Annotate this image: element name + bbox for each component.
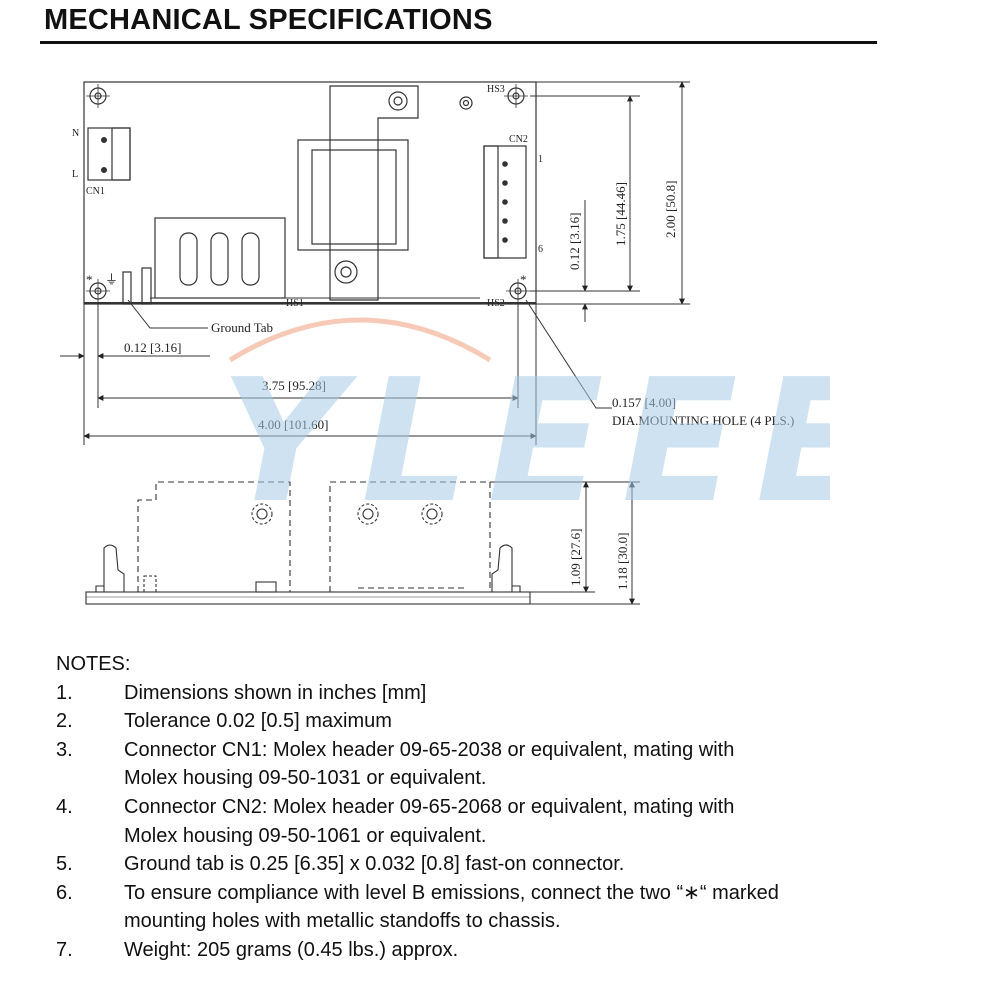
asterisk-marker: *: [520, 272, 527, 287]
note-item: 1. Dimensions shown in inches [mm]: [56, 679, 956, 708]
mounting-hole: [86, 279, 110, 303]
dim-overall-height: 1.18 [30.0]: [615, 533, 630, 590]
note-item: 4. Connector CN2: Molex header 09-65-2068…: [56, 793, 956, 850]
note-line: To ensure compliance with level B emissi…: [124, 881, 779, 904]
side-clip: [491, 544, 521, 592]
mounting-hole: [506, 279, 530, 303]
dim-overall-width: 2.00 [50.8]: [663, 181, 678, 238]
notes-section: NOTES: 1. Dimensions shown in inches [mm]…: [56, 650, 956, 965]
note-number: 2.: [56, 710, 73, 733]
mechanical-drawing: N L CN1 CN2 1 6 HS3 HS1 HS2 * * ⏚ Ground…: [60, 81, 794, 605]
cn1-pin-n-label: N: [72, 128, 79, 139]
hs3-label: HS3: [487, 84, 505, 95]
cn1-label: CN1: [86, 186, 105, 197]
notes-title: NOTES:: [56, 653, 131, 675]
heatsink-bracket: [297, 85, 473, 301]
note-line: Connector CN2: Molex header 09-65-2068 o…: [124, 795, 735, 818]
hs1-label: HS1: [286, 298, 304, 309]
cn2-pin-first-label: 1: [538, 154, 543, 165]
note-number: 6.: [56, 881, 73, 904]
standoff: [421, 503, 443, 525]
note-item: 5. Ground tab is 0.25 [6.35] x 0.032 [0.8…: [56, 850, 956, 879]
note-number: 5.: [56, 853, 73, 876]
note-text: Weight: 205 grams (0.45 lbs.) approx.: [124, 936, 956, 965]
note-text: Connector CN2: Molex header 09-65-2068 o…: [124, 793, 956, 850]
page-title: MECHANICAL SPECIFICATIONS: [44, 4, 493, 36]
note-item: 7. Weight: 205 grams (0.45 lbs.) approx.: [56, 936, 956, 965]
note-text: Dimensions shown in inches [mm]: [124, 679, 956, 708]
side-vertical-dimensions: [490, 481, 640, 605]
note-number: 4.: [56, 795, 73, 818]
note-line: mounting holes with metallic standoffs t…: [124, 910, 561, 933]
dim-mounting-hole: 0.157 [4.00]: [612, 395, 676, 410]
note-item: 2. Tolerance 0.02 [0.5] maximum: [56, 707, 956, 736]
side-base-board: [85, 591, 531, 605]
title-underline: [40, 41, 877, 44]
note-text: Ground tab is 0.25 [6.35] x 0.032 [0.8] …: [124, 850, 956, 879]
ground-tab: [122, 267, 152, 305]
note-number: 7.: [56, 938, 73, 961]
mounting-hole-leader: [525, 299, 612, 409]
mounting-hole-description: DIA.MOUNTING HOLE (4 PLS.): [612, 413, 794, 428]
dim-hole-spacing-x: 3.75 [95.28]: [262, 378, 326, 393]
asterisk-marker: *: [86, 272, 93, 287]
cn2-label: CN2: [509, 134, 528, 145]
component-outline: [137, 481, 491, 592]
note-number: 3.: [56, 738, 73, 761]
ground-tab-leader: [127, 299, 208, 329]
hs2-label: HS2: [487, 298, 505, 309]
horizontal-dimensions: [60, 304, 537, 445]
pcb-outline: [83, 81, 537, 305]
cn1-pin-l-label: L: [72, 169, 78, 180]
mounting-hole: [504, 84, 528, 108]
note-number: 1.: [56, 681, 73, 704]
mounting-hole: [86, 84, 110, 108]
note-line: Molex housing 09-50-1061 or equivalent.: [124, 824, 487, 847]
dim-hole-offset-x: 0.12 [3.16]: [124, 340, 181, 355]
connector-cn2: [483, 145, 527, 259]
note-line: Molex housing 09-50-1031 or equivalent.: [124, 767, 487, 790]
notes-list: 1. Dimensions shown in inches [mm] 2. Toler…: [56, 679, 956, 965]
transformer-block: [154, 217, 286, 299]
ground-symbol-icon: ⏚: [105, 272, 118, 287]
dim-hole-offset-y: 0.12 [3.16]: [567, 213, 582, 270]
dim-hole-spacing-y: 1.75 [44.46]: [613, 182, 628, 246]
note-item: 3. Connector CN1: Molex header 09-65-2038…: [56, 736, 956, 793]
connector-cn1: [87, 127, 131, 181]
note-line: Connector CN1: Molex header 09-65-2038 o…: [124, 738, 735, 761]
standoff: [251, 503, 273, 525]
dim-component-height: 1.09 [27.6]: [568, 529, 583, 586]
ground-tab-label: Ground Tab: [211, 320, 273, 335]
cn2-pin-last-label: 6: [538, 244, 543, 255]
note-line: Dimensions shown in inches [mm]: [124, 681, 427, 704]
note-line: Ground tab is 0.25 [6.35] x 0.032 [0.8] …: [124, 853, 625, 876]
note-item: 6. To ensure compliance with level B emis…: [56, 879, 956, 936]
standoff: [357, 503, 379, 525]
side-clip: [95, 544, 125, 592]
top-view: [83, 81, 537, 305]
vertical-dimensions: [530, 81, 690, 322]
note-text: Connector CN1: Molex header 09-65-2038 o…: [124, 736, 956, 793]
note-text: Tolerance 0.02 [0.5] maximum: [124, 707, 956, 736]
note-text: To ensure compliance with level B emissi…: [124, 879, 956, 936]
note-line: Tolerance 0.02 [0.5] maximum: [124, 710, 392, 733]
side-view: [85, 481, 531, 605]
note-line: Weight: 205 grams (0.45 lbs.) approx.: [124, 938, 459, 961]
dim-overall-length: 4.00 [101.60]: [258, 417, 328, 432]
